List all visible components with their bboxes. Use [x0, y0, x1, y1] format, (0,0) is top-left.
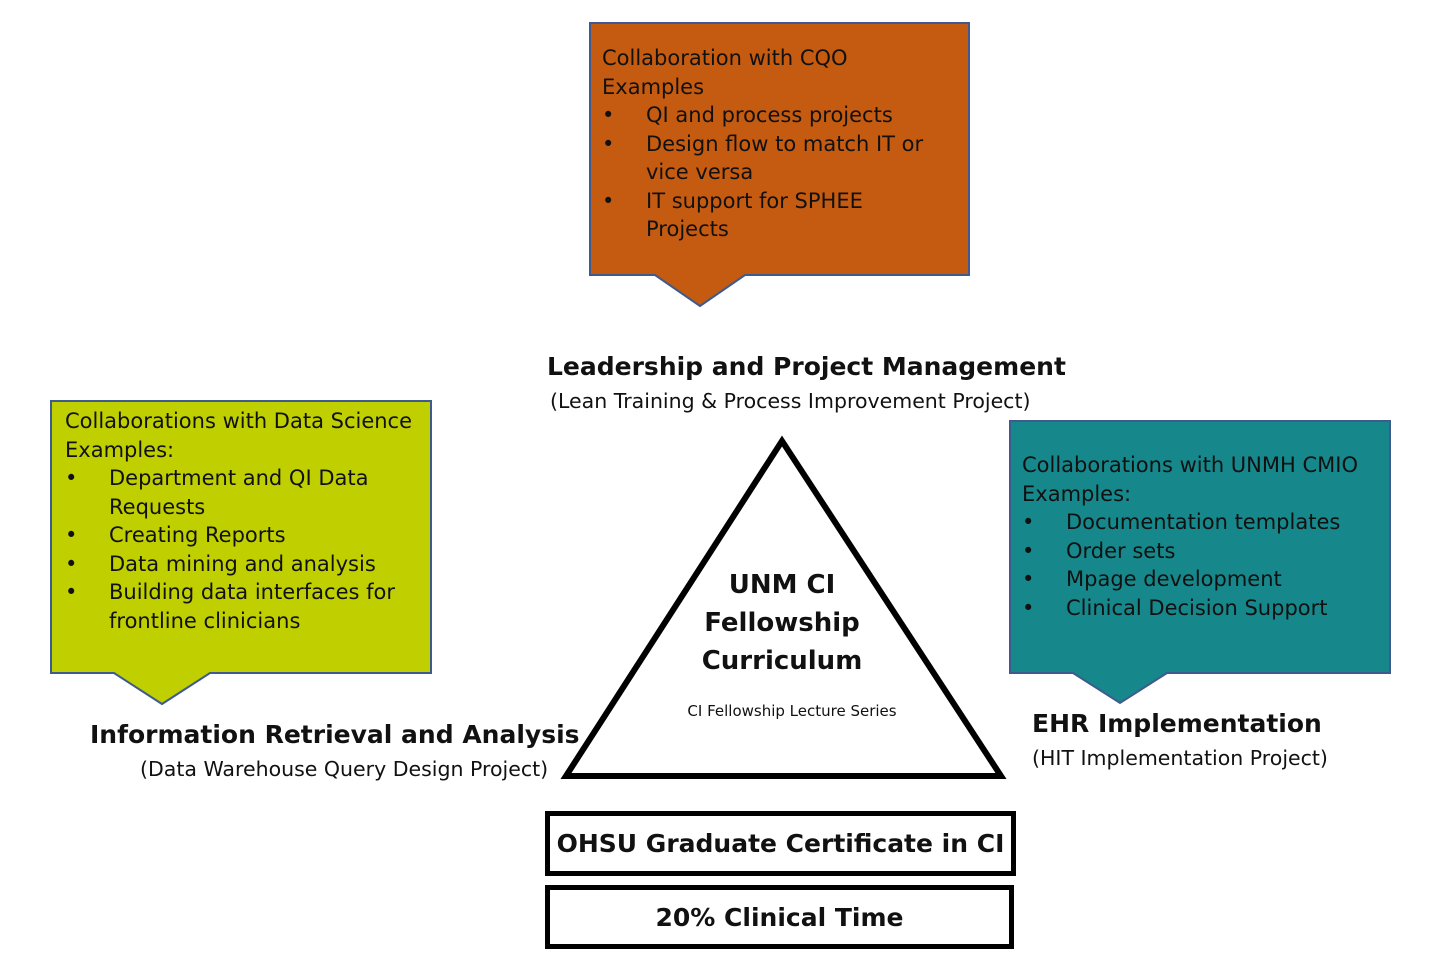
certificate-box: OHSU Graduate Certificate in CI: [545, 811, 1016, 876]
ehr-title: EHR Implementation: [1032, 709, 1322, 738]
list-item: Department and QI Data Requests: [65, 464, 369, 521]
callout-data-science-list: Department and QI Data Requests Creating…: [65, 464, 410, 635]
list-item: Documentation templates: [1022, 508, 1372, 537]
callout-cqo-list: QI and process projects Design flow to m…: [602, 101, 952, 244]
callout-cmio-examples-label: Examples:: [1022, 481, 1132, 506]
clinical-time-label: 20% Clinical Time: [655, 902, 904, 932]
callout-data-science: Collaborations with Data Science Example…: [65, 407, 413, 635]
callout-cqo-heading: Collaboration with CQO: [602, 46, 848, 70]
list-item: QI and process projects: [602, 101, 952, 130]
list-item: Mpage development: [1022, 565, 1372, 594]
curriculum-title-line: UNM CI: [728, 570, 836, 600]
list-item: Clinical Decision Support: [1022, 594, 1372, 623]
callout-data-science-heading: Collaborations with Data Science: [65, 409, 413, 433]
information-retrieval-subtitle: (Data Warehouse Query Design Project): [140, 757, 549, 781]
list-item: Design flow to match IT or vice versa: [602, 130, 942, 187]
ehr-subtitle: (HIT Implementation Project): [1032, 746, 1328, 770]
curriculum-title-line: Fellowship: [704, 608, 860, 638]
leadership-title: Leadership and Project Management: [547, 352, 1066, 381]
list-item: IT support for SPHEE Projects: [602, 187, 952, 244]
list-item: Data mining and analysis: [65, 550, 410, 579]
curriculum-title-line: Curriculum: [701, 646, 863, 676]
information-retrieval-title: Information Retrieval and Analysis: [90, 720, 580, 749]
list-item: Creating Reports: [65, 521, 410, 550]
callout-cmio-heading: Collaborations with UNMH CMIO: [1022, 453, 1358, 477]
callout-cmio: Collaborations with UNMH CMIO Examples: …: [1022, 451, 1372, 622]
clinical-time-box: 20% Clinical Time: [545, 885, 1014, 949]
callout-cmio-list: Documentation templates Order sets Mpage…: [1022, 508, 1372, 622]
callout-cqo: Collaboration with CQO Examples QI and p…: [602, 44, 952, 244]
curriculum-triangle: [560, 435, 1007, 779]
list-item: Building data interfaces for frontline c…: [65, 578, 399, 635]
lecture-series-label: CI Fellowship Lecture Series: [687, 702, 897, 720]
curriculum-title: UNM CI Fellowship Curriculum: [672, 566, 892, 680]
callout-cqo-examples-label: Examples: [602, 74, 705, 99]
certificate-label: OHSU Graduate Certificate in CI: [556, 829, 1005, 858]
list-item: Order sets: [1022, 537, 1372, 566]
leadership-subtitle: (Lean Training & Process Improvement Pro…: [550, 389, 1031, 413]
callout-data-science-examples-label: Examples:: [65, 437, 175, 462]
